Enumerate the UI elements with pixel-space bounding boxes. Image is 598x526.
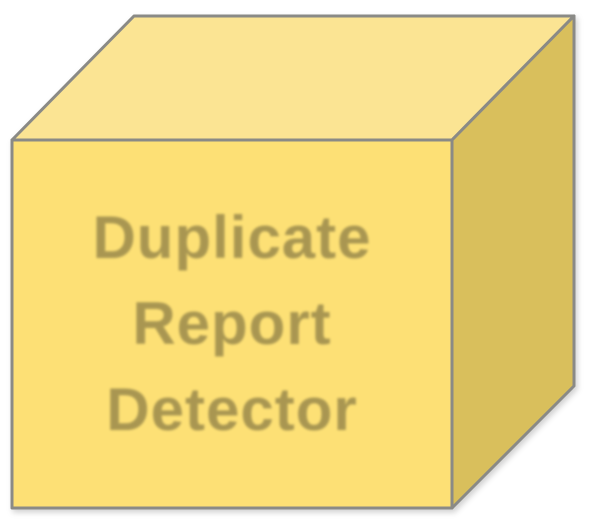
cube-label: Duplicate Report Detector — [12, 140, 452, 508]
label-line-1: Duplicate — [92, 204, 372, 271]
label-line-2: Report — [132, 290, 332, 357]
label-line-3: Detector — [106, 376, 358, 443]
cube-front-face — [10, 138, 454, 510]
